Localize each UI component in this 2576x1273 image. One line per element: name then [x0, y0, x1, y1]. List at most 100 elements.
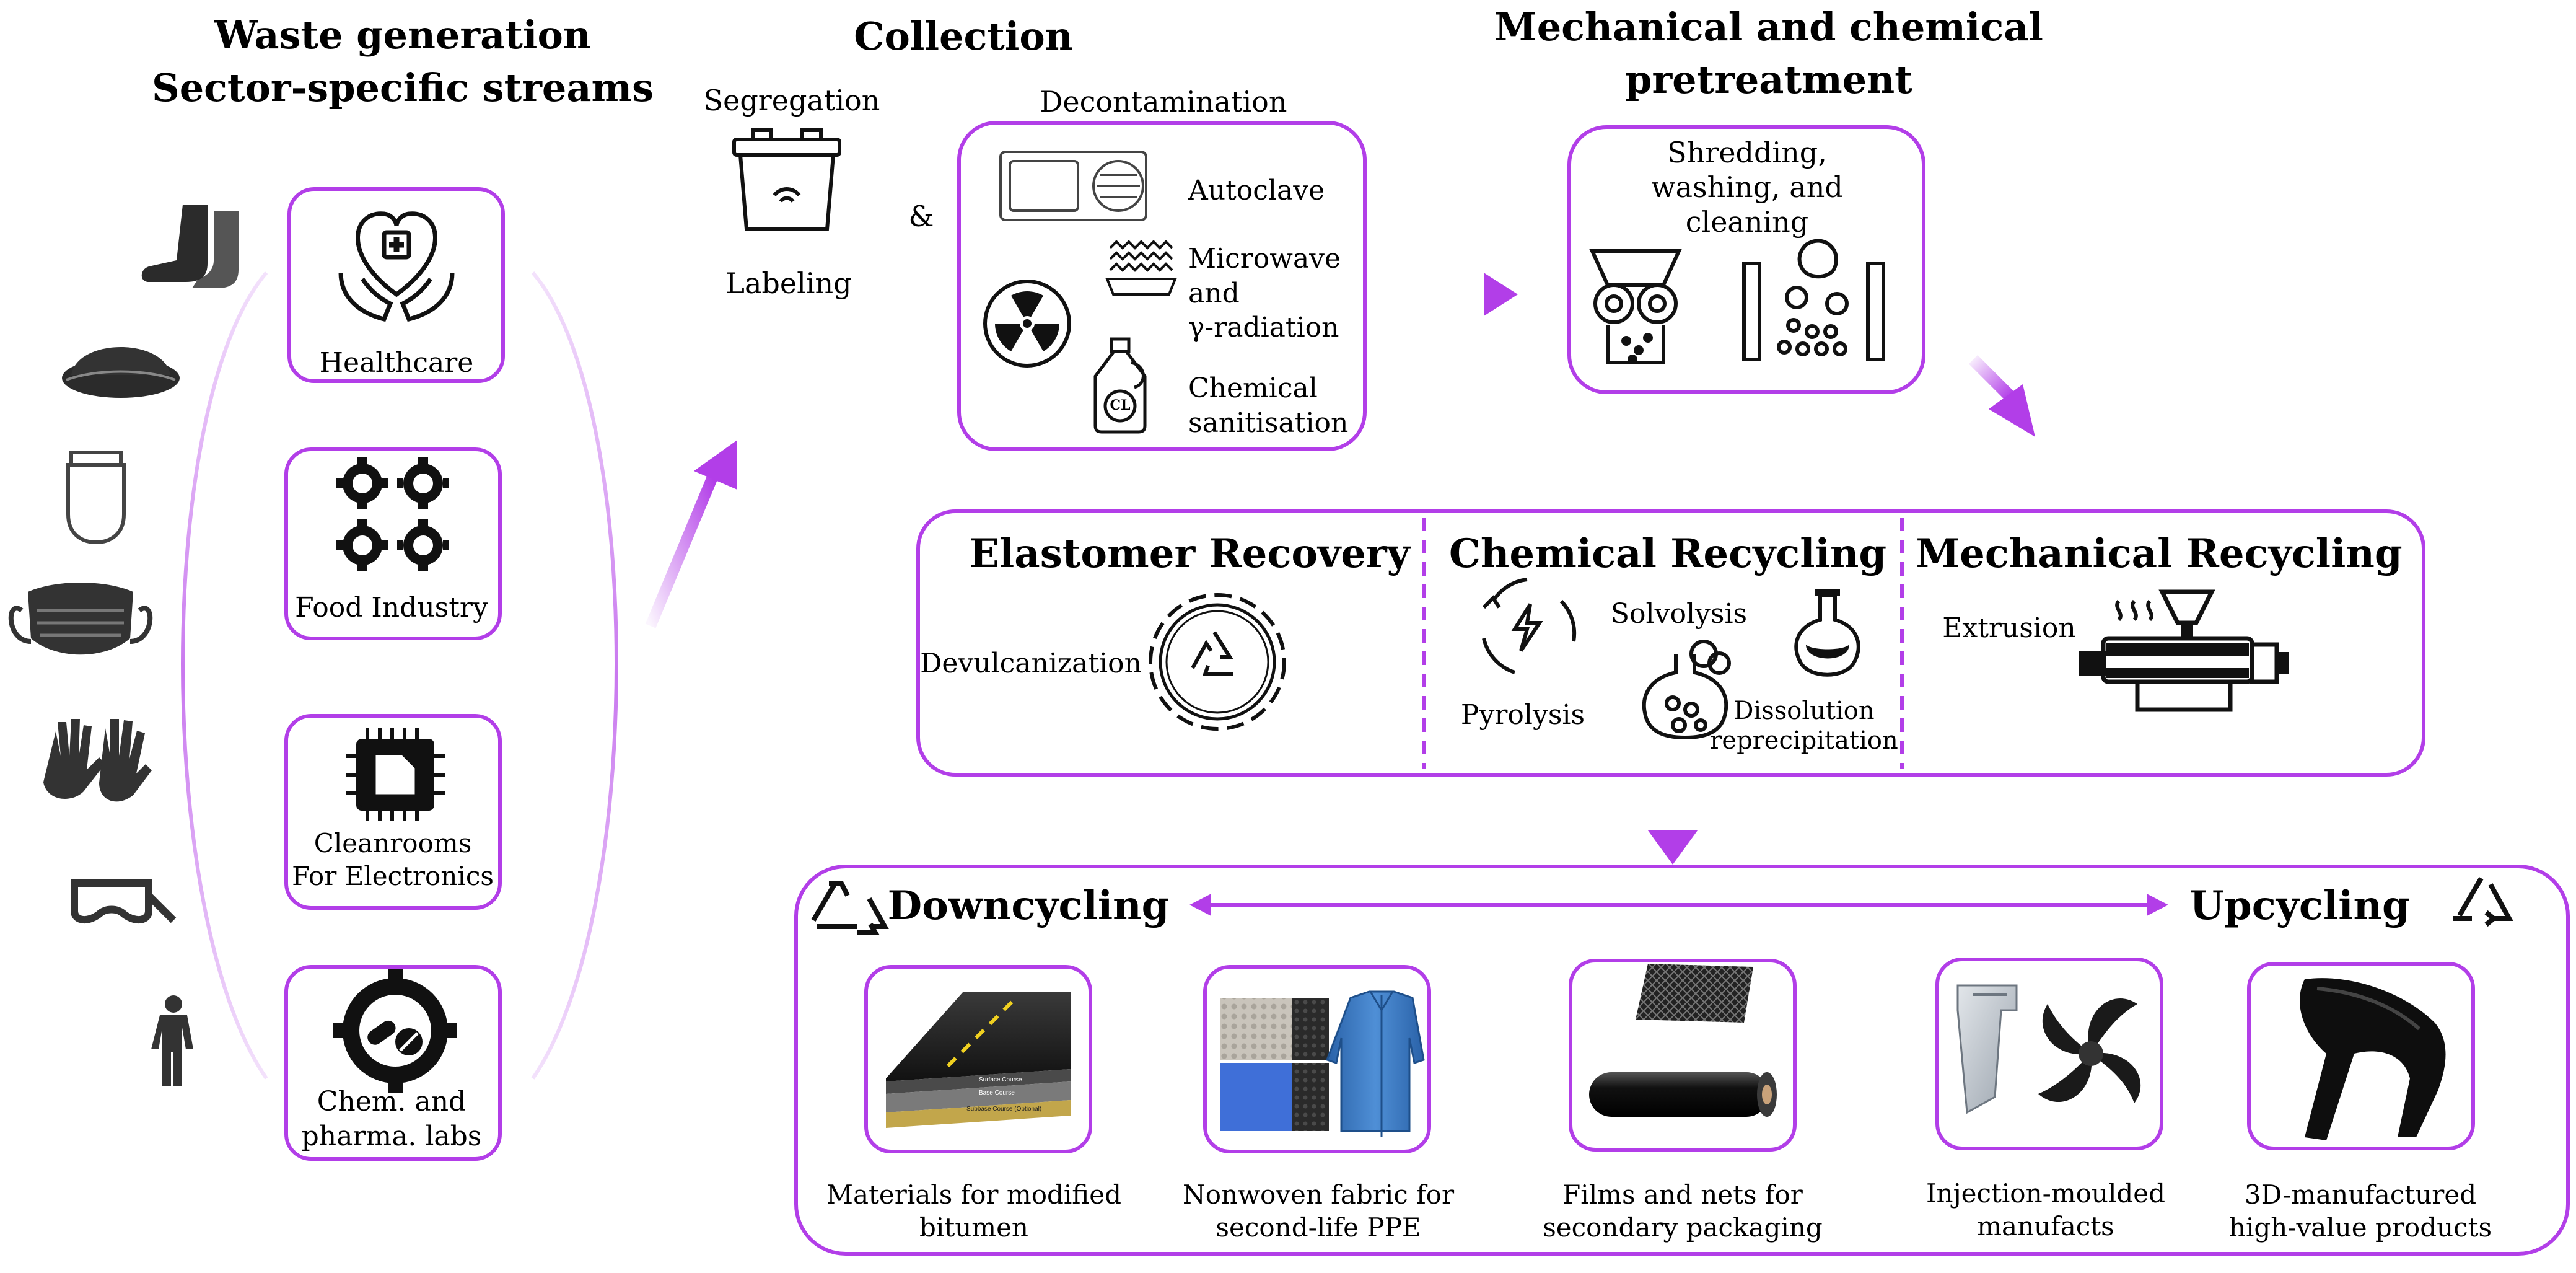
pretreatment-box: Shredding, washing, and cleaning [1567, 125, 1925, 394]
product-label-3d-1: 3D-manufactured [2245, 1179, 2476, 1210]
mechanical-recycling-title: Mechanical Recycling [1916, 531, 2402, 577]
autoclave-label: Autoclave [1188, 175, 1325, 206]
product-label-bitumen-1: Materials for modified [826, 1179, 1121, 1210]
devulcanization-label: Devulcanization [920, 648, 1142, 679]
microchip-icon [346, 728, 445, 821]
arrow-to-collection [645, 440, 737, 628]
decontamination-box: Autoclave Microwave and γ-radiation CL C… [957, 121, 1367, 451]
microwave-label-1: Microwave [1188, 243, 1341, 275]
net-image [1636, 964, 1753, 1023]
face-shield-icon [66, 451, 126, 545]
arrow-to-products [1648, 793, 1698, 865]
solvolysis-flask-icon [1642, 640, 1731, 740]
sector-label-labs-1: Chem. and [317, 1086, 466, 1117]
segregation-label: Segregation [704, 84, 880, 117]
face-mask-icon [8, 583, 153, 655]
product-nonwoven: Nonwoven fabric for second-life PPE [1183, 965, 1455, 1243]
food-industry-gears-icon [336, 457, 449, 571]
sector-arc [181, 271, 268, 1080]
sector-label-cleanrooms-1: Cleanrooms [314, 828, 472, 858]
sector-label-food: Food Industry [295, 592, 488, 623]
sector-label-labs-2: pharma. labs [302, 1121, 482, 1152]
road-layer-base: Base Course [979, 1090, 1015, 1096]
autoclave-icon [999, 151, 1147, 221]
upcycling-recycle-icon [2453, 876, 2513, 927]
road-layer-subbase: Subbase Course (Optional) [966, 1106, 1041, 1112]
sector-label-cleanrooms-2: For Electronics [292, 861, 494, 891]
road-layers-image: Surface Course Base Course Subbase Cours… [886, 992, 1071, 1128]
recycling-gear-icon [1149, 593, 1286, 731]
safety-goggles-icon [71, 879, 177, 923]
shredder-icon [1589, 249, 1682, 364]
hair-cap-icon [62, 347, 180, 398]
extruder-icon [2079, 589, 2289, 712]
radiation-icon [983, 280, 1071, 368]
road-layer-surface: Surface Course [979, 1077, 1022, 1083]
decontamination-label: Decontamination [1040, 85, 1287, 118]
metal-bracket-image [1956, 984, 2018, 1114]
pretreatment-text-3: cleaning [1686, 205, 1809, 239]
chemical-label-2: sanitisation [1188, 407, 1348, 439]
down-up-double-arrow [1189, 894, 2168, 916]
arrow-to-pretreatment [1425, 273, 1518, 316]
microwave-label-2: and [1188, 278, 1240, 309]
ampersand: & [909, 200, 934, 233]
film-roll-image [1589, 1072, 1777, 1117]
sector-arc-right [531, 271, 618, 1080]
3d-chair-image [2300, 978, 2446, 1140]
sector-labs-box: Chem. and pharma. labs [284, 965, 502, 1161]
fabric-samples-image [1220, 998, 1329, 1131]
pretreatment-title-line2: pretreatment [1625, 57, 1912, 102]
downcycling-label: Downcycling [888, 883, 1170, 929]
product-3d: 3D-manufactured high-value products [2229, 962, 2492, 1243]
product-films: Films and nets for secondary packaging [1543, 959, 1823, 1243]
cl-label: CL [1110, 397, 1131, 413]
coverall-icon [151, 995, 193, 1086]
pretreatment-text-1: Shredding, [1667, 136, 1827, 169]
washing-icon [1742, 239, 1885, 361]
microwave-radiation-icon [1105, 240, 1177, 296]
shoe-cover-icon [141, 205, 239, 288]
gloves-icon [43, 719, 152, 802]
lab-coat-image [1326, 990, 1425, 1137]
product-label-nonwoven-1: Nonwoven fabric for [1183, 1179, 1455, 1210]
collection-title: Collection [854, 14, 1073, 59]
product-bitumen: Surface Course Base Course Subbase Cours… [826, 965, 1121, 1243]
labeling-label: Labeling [725, 266, 851, 300]
sector-label-healthcare: Healthcare [320, 347, 474, 379]
pretreatment-title-line1: Mechanical and chemical [1494, 4, 2043, 50]
product-label-injection-2: manufacts [1977, 1211, 2114, 1241]
microwave-label-3: γ-radiation [1188, 312, 1339, 343]
products-box: Downcycling Upcycling Surface Course Bas… [794, 865, 2570, 1256]
waste-title-line1: Waste generation [214, 12, 591, 58]
arrow-to-recycling [1968, 355, 2035, 437]
sector-healthcare-box: Healthcare [287, 187, 505, 383]
waste-bin-icon [732, 128, 841, 231]
pyrolysis-label: Pyrolysis [1461, 699, 1585, 731]
upcycling-label: Upcycling [2189, 883, 2410, 929]
chemical-title: Chemical Recycling [1449, 531, 1886, 577]
dissolution-label-2: reprecipitation [1710, 726, 1898, 755]
product-label-films-1: Films and nets for [1562, 1179, 1803, 1210]
product-label-3d-2: high-value products [2229, 1212, 2492, 1243]
product-injection: Injection-moulded manufacts [1926, 958, 2165, 1241]
recycling-box: Elastomer Recovery Devulcanization Chemi… [916, 509, 2425, 777]
chemical-label-1: Chemical [1188, 372, 1318, 404]
pills-gear-icon [333, 969, 457, 1093]
pyrolysis-icon [1482, 578, 1577, 674]
sector-cleanrooms-box: Cleanrooms For Electronics [284, 714, 502, 910]
healthcare-heart-hands-icon [338, 211, 455, 322]
product-label-bitumen-2: bitumen [919, 1212, 1028, 1243]
waste-title-line2: Sector-specific streams [152, 65, 654, 110]
pretreatment-text-2: washing, and [1651, 170, 1843, 204]
elastomer-title: Elastomer Recovery [969, 531, 1411, 577]
dissolution-label-1: Dissolution [1733, 697, 1874, 725]
product-label-injection-1: Injection-moulded [1926, 1178, 2165, 1209]
downcycling-recycle-icon [811, 881, 889, 935]
product-label-nonwoven-2: second-life PPE [1216, 1212, 1421, 1243]
dissolution-flask-icon [1794, 589, 1860, 677]
solvolysis-label: Solvolysis [1611, 598, 1747, 630]
chlorine-bottle-icon [1093, 337, 1147, 434]
product-label-films-2: secondary packaging [1543, 1212, 1823, 1243]
